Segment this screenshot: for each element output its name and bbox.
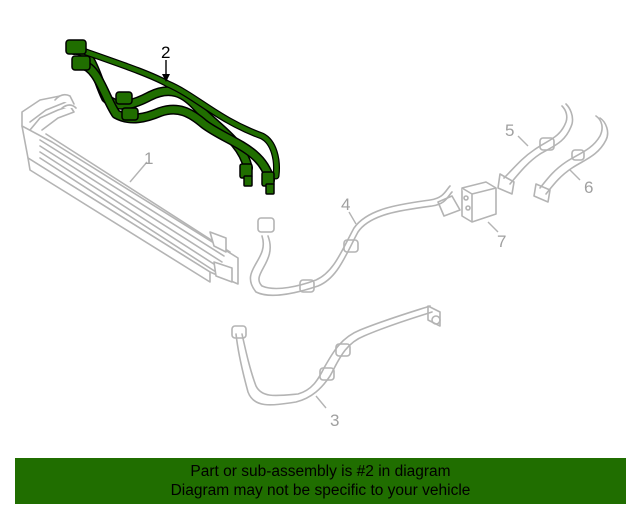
callout-1[interactable]: 1 [144, 149, 153, 168]
outlet-hose[interactable] [533, 115, 609, 203]
oil-cooler-radiator[interactable] [21, 93, 239, 285]
cooler-line-assembly[interactable] [65, 39, 280, 195]
diagram-notice-banner: Part or sub-assembly is #2 in diagram Di… [15, 458, 626, 504]
notice-line-disclaimer: Diagram may not be specific to your vehi… [170, 482, 471, 499]
callout-2[interactable]: 2 [161, 43, 170, 62]
callout-3[interactable]: 3 [330, 411, 339, 430]
callout-7[interactable]: 7 [497, 232, 506, 251]
callout-5[interactable]: 5 [505, 121, 514, 140]
thermostat-block[interactable] [461, 181, 497, 223]
upper-cooler-line[interactable] [249, 185, 461, 297]
notice-line-part: Part or sub-assembly is #2 in diagram [190, 463, 451, 480]
callout-2-arrow [162, 60, 170, 82]
lower-cooler-line[interactable] [231, 305, 441, 406]
callout-6[interactable]: 6 [584, 178, 593, 197]
inlet-hose[interactable] [497, 103, 574, 195]
callout-leaders [129, 135, 581, 409]
callout-4[interactable]: 4 [341, 195, 350, 214]
